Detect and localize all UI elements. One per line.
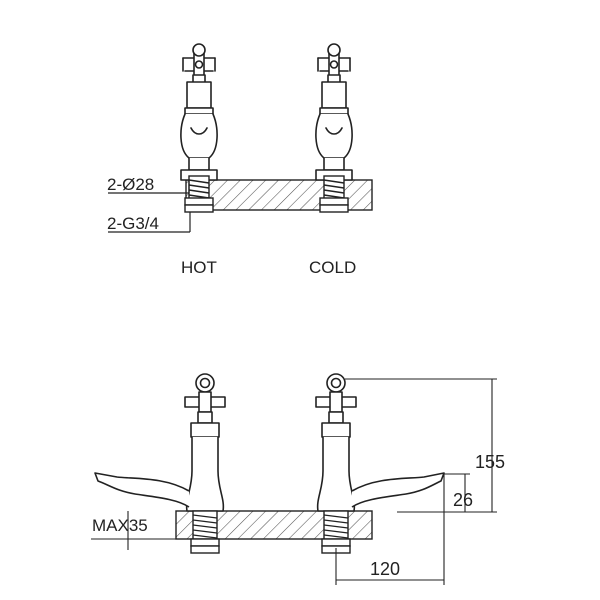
front-view: MAX35 155 26 120 [91, 373, 505, 585]
top-view: 2-Ø28 2-G3/4 HOT COLD [107, 43, 373, 277]
cold-label: COLD [309, 258, 356, 277]
dimension-lines [91, 378, 497, 585]
diameter-label: 2-Ø28 [107, 175, 154, 194]
offset-dimension: 120 [370, 559, 400, 579]
height-dimension: 155 [475, 452, 505, 472]
hot-tap-front [94, 373, 226, 554]
cold-tap-front [315, 373, 445, 554]
hot-label: HOT [181, 258, 217, 277]
max-deck-label: MAX35 [92, 516, 148, 535]
thread-label: 2-G3/4 [107, 214, 159, 233]
spout-dimension: 26 [453, 490, 473, 510]
